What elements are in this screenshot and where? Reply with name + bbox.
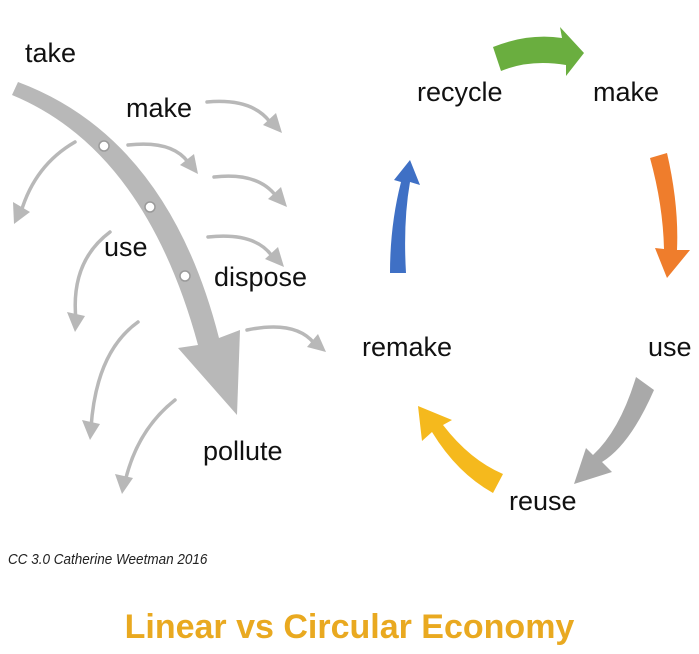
cycle-label-make: make xyxy=(593,77,659,107)
cycle-arrow-make-to-use xyxy=(650,153,690,278)
cycle-label-reuse: reuse xyxy=(509,486,577,516)
cycle-label-use: use xyxy=(648,332,692,362)
cycle-arrow-remake-to-recycle xyxy=(390,160,420,273)
cycle-label-remake: remake xyxy=(362,332,452,362)
circular-economy: recycle make use reuse remake xyxy=(362,27,692,516)
linear-label-pollute: pollute xyxy=(203,436,283,466)
cycle-arrow-reuse-to-remake xyxy=(418,406,503,493)
credit-line: CC 3.0 Catherine Weetman 2016 xyxy=(8,551,208,568)
linear-economy: take make use dispose pollute xyxy=(12,38,326,494)
linear-label-take: take xyxy=(25,38,76,68)
waste-arrowheads-left xyxy=(13,202,133,494)
cycle-arrow-use-to-reuse xyxy=(574,377,654,484)
cycle-arrow-recycle-to-make xyxy=(493,27,584,76)
main-linear-arrow xyxy=(12,82,240,415)
linear-label-dispose: dispose xyxy=(214,262,307,292)
waste-arrows-left xyxy=(19,140,177,484)
arrow-dot xyxy=(144,201,156,213)
arrow-dot xyxy=(98,140,110,152)
linear-label-use: use xyxy=(104,232,148,262)
waste-arrowheads-right xyxy=(180,113,326,352)
economy-diagram: take make use dispose pollute recycle ma… xyxy=(12,27,692,516)
linear-label-make: make xyxy=(126,93,192,123)
page-title: Linear vs Circular Economy xyxy=(124,608,575,646)
arrow-dot xyxy=(179,270,191,282)
waste-arrows-right xyxy=(126,99,316,345)
cycle-label-recycle: recycle xyxy=(417,77,503,107)
